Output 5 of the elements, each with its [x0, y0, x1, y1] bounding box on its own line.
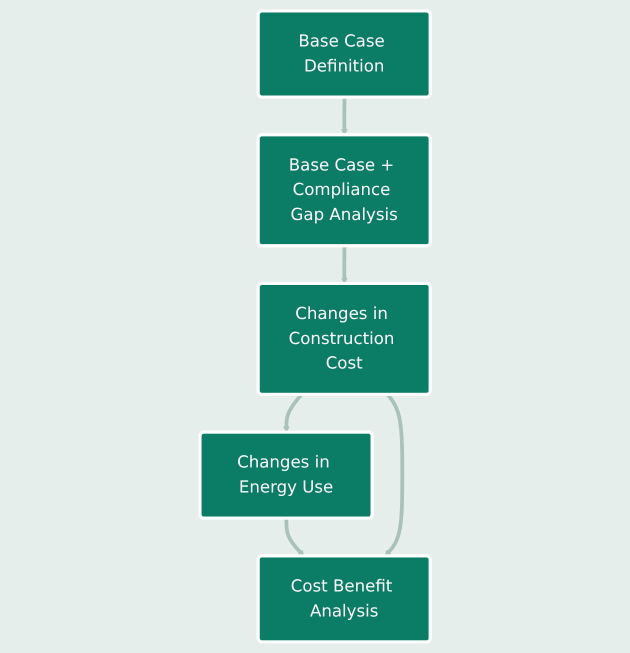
arrow — [341, 97, 348, 136]
arrow — [341, 246, 348, 284]
arrow — [284, 518, 304, 557]
arrow — [384, 394, 404, 557]
arrow — [282, 394, 303, 433]
